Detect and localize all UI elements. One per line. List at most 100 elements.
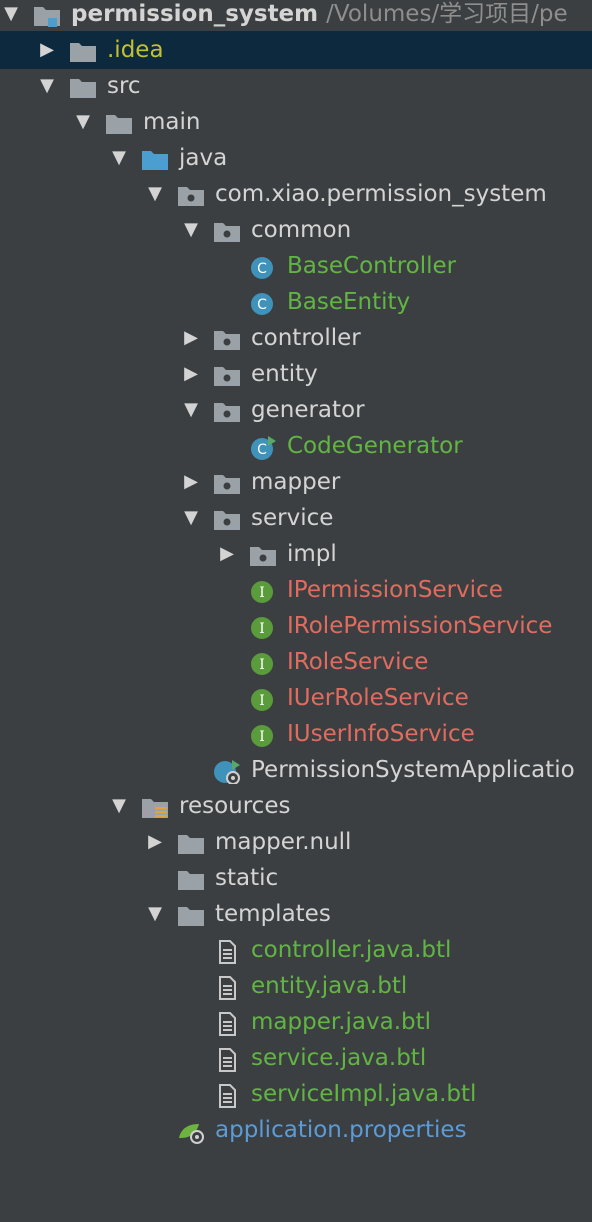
chevron-down-icon[interactable]: ▼: [112, 795, 126, 816]
tree-node[interactable]: ▼ generator: [0, 391, 592, 429]
chevron-down-icon[interactable]: ▼: [4, 3, 18, 24]
tree-node[interactable]: service.java.btl: [0, 1039, 592, 1077]
interface-icon: I: [249, 650, 277, 675]
tree-node[interactable]: ▶ entity: [0, 355, 592, 393]
tree-node[interactable]: mapper.java.btl: [0, 1003, 592, 1041]
module-folder-icon: [33, 2, 61, 27]
tree-node-label: BaseEntity: [287, 289, 411, 315]
chevron-down-icon[interactable]: ▼: [40, 75, 54, 96]
tree-node[interactable]: serviceImpl.java.btl: [0, 1075, 592, 1113]
chevron-right-icon[interactable]: ▶: [184, 471, 198, 492]
interface-icon: I: [249, 614, 277, 639]
tree-node[interactable]: ▶ .idea: [0, 31, 592, 69]
project-name: permission_system: [71, 1, 319, 27]
tree-node[interactable]: C BaseEntity: [0, 283, 592, 321]
resources-folder-icon: [141, 794, 169, 818]
tree-node[interactable]: ▼com.xiao.permission_system: [0, 175, 592, 213]
chevron-down-icon[interactable]: ▼: [184, 219, 198, 240]
svg-text:I: I: [259, 729, 265, 745]
tree-node-label: PermissionSystemApplicatio: [251, 757, 575, 783]
runnable-class-icon: C: [249, 434, 277, 460]
tree-node-label: mapper.null: [215, 829, 352, 855]
tree-node[interactable]: static: [0, 859, 592, 897]
chevron-down-icon[interactable]: ▼: [184, 507, 198, 528]
chevron-down-icon[interactable]: ▼: [148, 903, 162, 924]
tree-node[interactable]: I IRolePermissionService: [0, 607, 592, 645]
svg-text:I: I: [259, 585, 265, 601]
tree-node[interactable]: ▼ templates: [0, 895, 592, 933]
package-icon: [249, 542, 277, 566]
class-icon: C: [249, 254, 277, 279]
folder-icon: [69, 38, 97, 62]
tree-node[interactable]: I IUserInfoService: [0, 715, 592, 753]
tree-node[interactable]: PermissionSystemApplicatio: [0, 751, 592, 789]
svg-text:C: C: [257, 261, 267, 277]
tree-node[interactable]: controller.java.btl: [0, 931, 592, 969]
project-root-label: permission_system /Volumes/学习项目/pe: [71, 0, 568, 33]
source-folder-icon: [141, 146, 169, 170]
package-icon: [213, 506, 241, 530]
tree-node-label: entity: [251, 361, 318, 387]
chevron-right-icon[interactable]: ▶: [184, 363, 198, 384]
chevron-right-icon[interactable]: ▶: [184, 327, 198, 348]
tree-node-label: controller: [251, 325, 361, 351]
chevron-down-icon[interactable]: ▼: [184, 399, 198, 420]
chevron-down-icon[interactable]: ▼: [148, 183, 162, 204]
tree-node[interactable]: I IRoleService: [0, 643, 592, 681]
tree-node[interactable]: ▼service: [0, 499, 592, 537]
class-icon: C: [249, 290, 277, 315]
tree-node[interactable]: ▼ resources: [0, 787, 592, 825]
tree-node[interactable]: application.properties: [0, 1111, 592, 1149]
interface-icon: I: [249, 686, 277, 711]
tree-node[interactable]: I IPermissionService: [0, 571, 592, 609]
spring-properties-icon: [177, 1118, 205, 1144]
chevron-down-icon[interactable]: ▼: [112, 147, 126, 168]
package-icon: [213, 362, 241, 386]
tree-node-label: impl: [287, 541, 337, 567]
package-icon: [213, 326, 241, 350]
tree-node-label: IUerRoleService: [287, 685, 469, 711]
tree-node-label: resources: [179, 793, 291, 819]
tree-node-label: main: [143, 109, 201, 135]
chevron-right-icon[interactable]: ▶: [148, 831, 162, 852]
tree-node[interactable]: ▶ mapper.null: [0, 823, 592, 861]
tree-node-label: .idea: [107, 37, 164, 63]
chevron-right-icon[interactable]: ▶: [220, 543, 234, 564]
interface-icon: I: [249, 578, 277, 603]
interface-icon: I: [249, 722, 277, 747]
svg-text:C: C: [257, 297, 267, 313]
tree-node-label: mapper.java.btl: [251, 1009, 432, 1035]
tree-node-label: mapper: [251, 469, 341, 495]
chevron-down-icon[interactable]: ▼: [76, 111, 90, 132]
package-icon: [213, 398, 241, 422]
chevron-right-icon[interactable]: ▶: [40, 39, 54, 60]
tree-node[interactable]: ▶ controller: [0, 319, 592, 357]
tree-node[interactable]: ▼ main: [0, 103, 592, 141]
folder-icon: [69, 74, 97, 98]
package-icon: [177, 182, 205, 206]
tree-node-label: IPermissionService: [287, 577, 503, 603]
tree-node-label: entity.java.btl: [251, 973, 408, 999]
tree-node[interactable]: ▶ impl: [0, 535, 592, 573]
tree-node-label: IRoleService: [287, 649, 429, 675]
text-file-icon: [213, 938, 241, 964]
package-icon: [213, 470, 241, 494]
tree-node[interactable]: I IUerRoleService: [0, 679, 592, 717]
tree-node[interactable]: ▼ permission_system /Volumes/学习项目/pe: [0, 0, 592, 33]
tree-node-label: templates: [215, 901, 331, 927]
text-file-icon: [213, 974, 241, 1000]
tree-node[interactable]: ▼src: [0, 67, 592, 105]
tree-node[interactable]: ▶ mapper: [0, 463, 592, 501]
tree-node-label: generator: [251, 397, 365, 423]
folder-icon: [177, 902, 205, 926]
tree-node[interactable]: ▼java: [0, 139, 592, 177]
tree-node[interactable]: entity.java.btl: [0, 967, 592, 1005]
tree-node-label: static: [215, 865, 279, 891]
folder-icon: [105, 110, 133, 134]
tree-node-label: IUserInfoService: [287, 721, 475, 747]
tree-node[interactable]: ▼common: [0, 211, 592, 249]
tree-node-label: IRolePermissionService: [287, 613, 553, 639]
